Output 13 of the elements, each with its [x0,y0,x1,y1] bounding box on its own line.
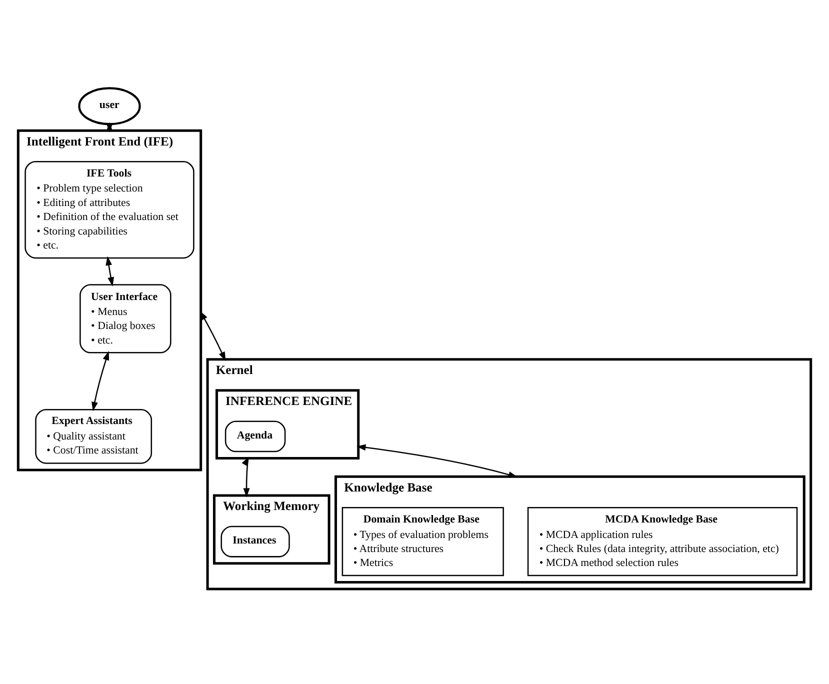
node-box: User Interface • Menus • Dialog boxes • etc. [80,284,172,354]
arrow [242,456,250,498]
arrow [106,122,113,133]
arrow [356,444,518,478]
node-box: Instances [220,526,290,558]
node-box: MCDA Knowledge Base • MCDA application rules • Check Rules (data integrity, attribute association, etc) • MCDA method selection rules [527,507,798,576]
node-box: IFE Tools • Problem type selection • Editing of attributes • Definition of the evaluation set • Storing capabilities • etc. [24,160,194,259]
arrow [106,256,114,286]
arrow [200,310,226,362]
node-box: Agenda [224,420,286,452]
arrow [92,351,110,412]
node-box: Domain Knowledge Base • Types of evaluation problems • Attribute structures • Metrics [342,507,504,576]
node-box: Expert Assistants • Quality assistant • Cost/Time assistant [35,409,152,464]
